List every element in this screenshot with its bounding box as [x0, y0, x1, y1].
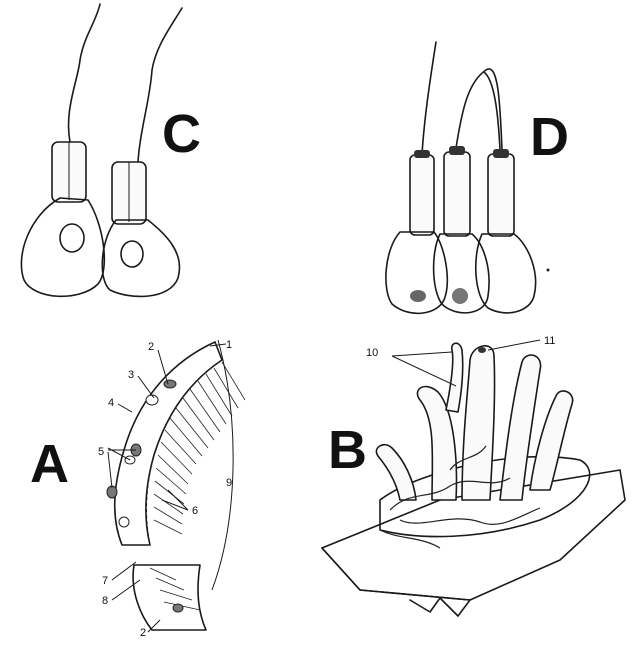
label-a-2: 2	[148, 341, 154, 353]
cell-d-2	[432, 68, 503, 314]
cell-c-left	[20, 3, 106, 298]
panel-b: B 10 11	[321, 335, 626, 617]
panel-letter-c: C	[162, 104, 201, 164]
panel-a: A 1 2 3 4 5 6 7 8 9 2	[30, 339, 246, 639]
panel-letter-d: D	[530, 107, 569, 167]
label-a-1: 1	[226, 339, 232, 351]
label-a-6: 6	[192, 505, 198, 517]
panel-letter-a: A	[30, 434, 69, 494]
label-a-5: 5	[98, 446, 104, 458]
label-a-4: 4	[108, 397, 114, 409]
label-a-7: 7	[102, 575, 108, 587]
panel-letter-b: B	[328, 420, 367, 480]
label-b-11: 11	[544, 335, 555, 347]
cell-c-right	[101, 7, 183, 298]
cell-d-3	[474, 71, 537, 314]
label-a-9: 9	[226, 477, 232, 489]
label-a-3: 3	[128, 369, 134, 381]
label-a-8: 8	[102, 595, 108, 607]
cell-d-1	[385, 41, 448, 315]
label-b-10: 10	[366, 347, 378, 359]
panel-c: C	[20, 3, 201, 298]
panel-d: D	[385, 41, 569, 315]
label-a-2-lower: 2	[140, 627, 146, 639]
